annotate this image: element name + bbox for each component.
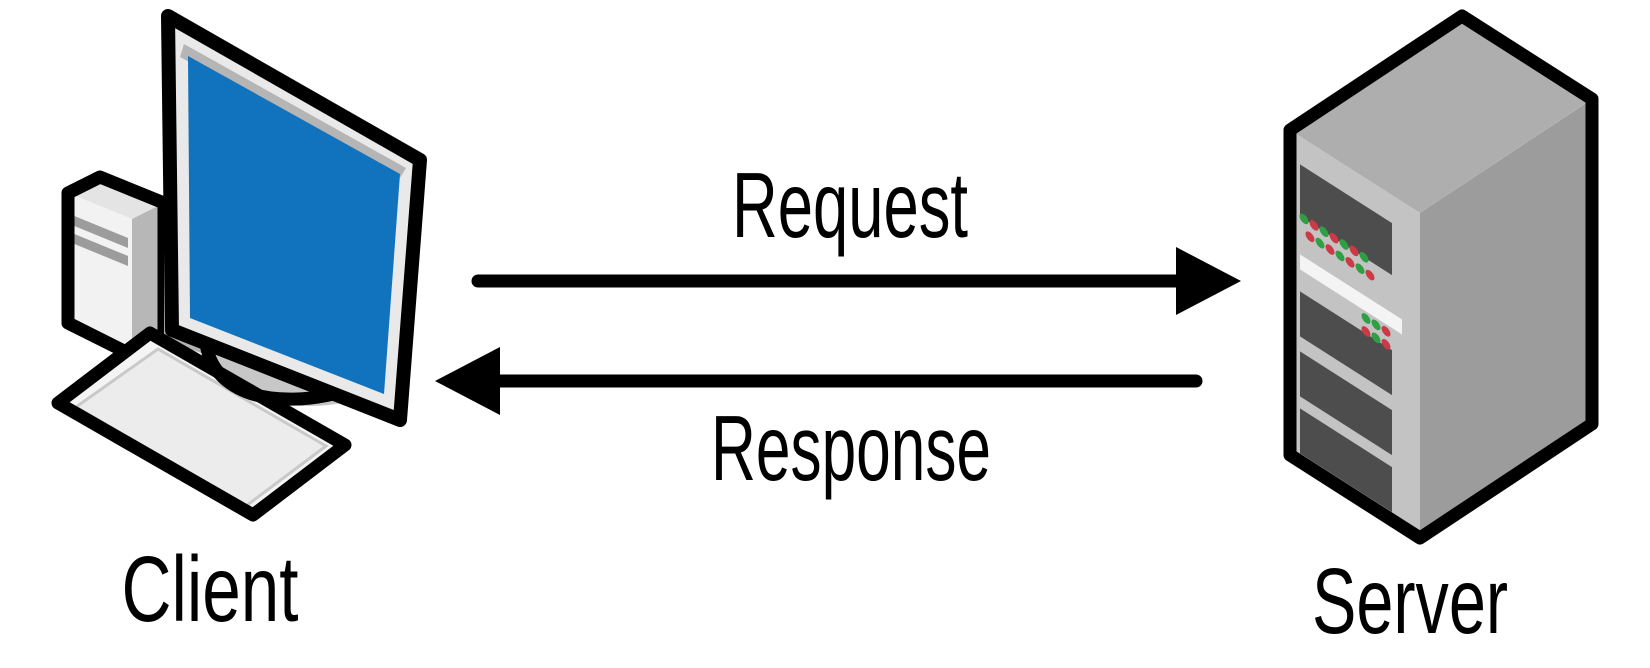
monitor-icon [161, 9, 427, 427]
client-node-label: Client [122, 537, 299, 641]
response-arrow [435, 347, 1203, 415]
server-side-face [1420, 99, 1592, 538]
response-arrowhead-left-icon [435, 347, 500, 415]
drive-bay [1300, 291, 1392, 396]
keyboard-outline [51, 326, 352, 522]
tower-icon [61, 170, 171, 362]
drive-bay-white [1300, 254, 1402, 335]
tower-side-face [132, 203, 164, 355]
server-outline [1283, 9, 1599, 545]
client-computer-icon [51, 9, 427, 522]
keyboard-icon [51, 326, 352, 522]
drive-bay [1300, 351, 1392, 456]
status-led-lights [1299, 213, 1391, 350]
server-node-label: Server [1312, 549, 1508, 653]
drive-bay [1300, 164, 1392, 276]
monitor-bezel-shading [180, 44, 406, 178]
response-arrow-label: Response [711, 396, 991, 500]
server-top-face [1290, 16, 1592, 213]
tower-vent-stripe [72, 233, 128, 266]
request-arrow-label: Request [732, 153, 968, 257]
server-front-face [1290, 130, 1420, 538]
request-arrowhead-right-icon [1176, 247, 1241, 315]
drive-bay [1300, 408, 1392, 513]
drive-bay-slots [1300, 164, 1402, 513]
tower-vent-stripe [72, 215, 128, 248]
server-tower-icon [1283, 9, 1599, 545]
monitor-outline [161, 9, 427, 427]
request-arrow [471, 247, 1241, 315]
monitor-screen [188, 56, 400, 394]
